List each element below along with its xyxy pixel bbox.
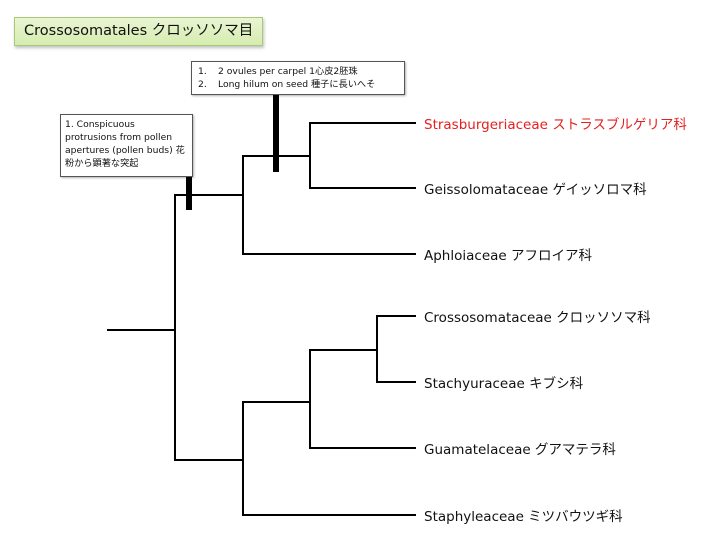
synapomorphy-note-lower: 1. Conspicuous protrusions from pollen a… xyxy=(60,114,193,177)
note-item-number: 2. xyxy=(198,79,207,90)
taxon-label-aphloiaceae: Aphloiaceae アフロイア科 xyxy=(424,248,592,264)
diagram-title: Crossosomatales クロッソソマ目 xyxy=(14,17,263,46)
note-item: 1. 2 ovules per carpel 1心皮2胚珠 xyxy=(198,65,398,78)
taxon-label-strasburgeriaceae: Strasburgeriaceae ストラスブルゲリア科 xyxy=(424,117,687,133)
taxon-label-guamatelaceae: Guamatelaceae グアマテラ科 xyxy=(424,442,616,458)
note-item-number: 1. xyxy=(198,66,207,77)
note-item-text: Long hilum on seed 種子に長いへそ xyxy=(218,79,376,90)
taxon-label-stachyuraceae: Stachyuraceae キブシ科 xyxy=(424,376,584,392)
character-bar-upper xyxy=(273,95,279,172)
taxon-label-geissolomataceae: Geissolomataceae ゲイッソロマ科 xyxy=(424,182,647,198)
taxon-label-staphyleaceae: Staphyleaceae ミツバウツギ科 xyxy=(424,509,623,525)
character-bar-lower xyxy=(186,177,192,210)
taxon-label-crossosomataceae: Crossosomataceae クロッソソマ科 xyxy=(424,310,651,326)
note-item: 2. Long hilum on seed 種子に長いへそ xyxy=(198,78,398,91)
synapomorphy-note-upper: 1. 2 ovules per carpel 1心皮2胚珠 2. Long hi… xyxy=(191,61,405,95)
note-item-text: 2 ovules per carpel 1心皮2胚珠 xyxy=(218,66,358,77)
